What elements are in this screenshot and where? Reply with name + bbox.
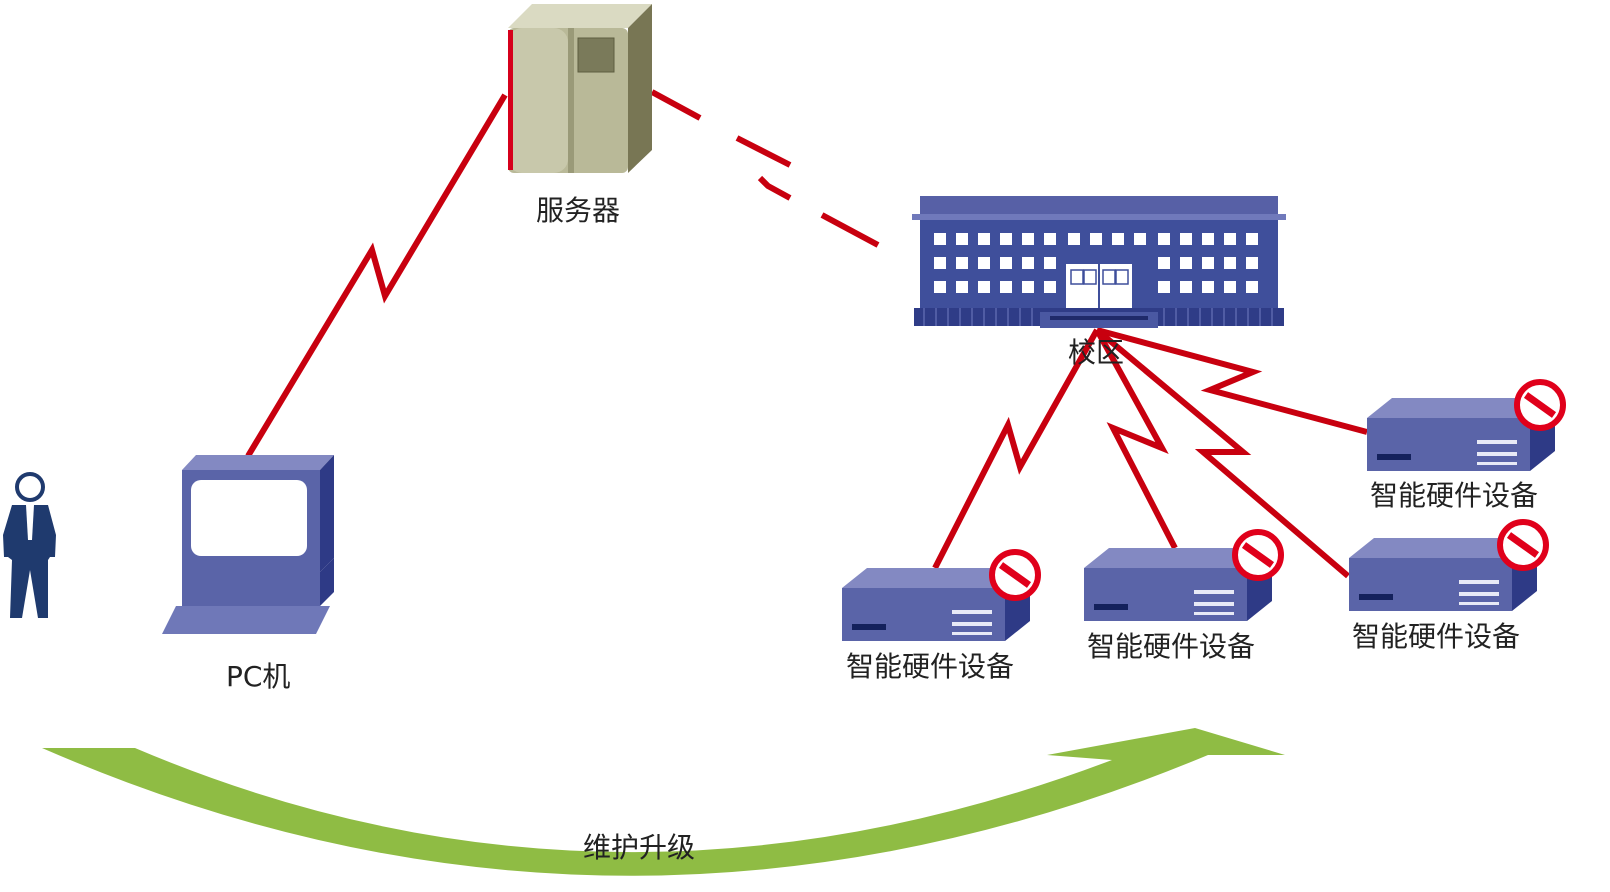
desktop-computer-icon bbox=[162, 455, 334, 634]
link-server-campus-dash-a bbox=[650, 89, 702, 121]
campus-label: 校区 bbox=[1068, 336, 1125, 369]
maintenance-label: 维护升级 bbox=[583, 831, 696, 864]
link-campus-device-1 bbox=[932, 328, 1100, 570]
no-entry-icon bbox=[1500, 522, 1546, 568]
no-entry-icon bbox=[1517, 382, 1563, 428]
link-pc-server bbox=[245, 93, 508, 458]
link-server-campus-dash-b bbox=[735, 135, 792, 168]
server-icon bbox=[508, 4, 652, 173]
link-campus-device-3 bbox=[1095, 327, 1350, 579]
server-label: 服务器 bbox=[536, 194, 621, 227]
link-server-campus-dash-d bbox=[820, 212, 880, 248]
no-entry-icon bbox=[1235, 532, 1281, 578]
link-lines bbox=[245, 89, 1368, 579]
pc-label: PC机 bbox=[226, 660, 291, 693]
building-icon bbox=[912, 196, 1286, 328]
person-icon bbox=[3, 472, 56, 618]
device-label: 智能硬件设备 bbox=[1087, 630, 1256, 663]
no-entry-icon bbox=[992, 552, 1038, 598]
device-label: 智能硬件设备 bbox=[846, 650, 1015, 683]
maintenance-arrow bbox=[42, 728, 1285, 876]
device-label: 智能硬件设备 bbox=[1352, 620, 1521, 653]
device-label: 智能硬件设备 bbox=[1370, 479, 1539, 512]
link-campus-device-4 bbox=[1096, 327, 1368, 435]
link-server-campus-dash-c bbox=[757, 175, 792, 201]
link-campus-device-2 bbox=[1094, 328, 1178, 550]
